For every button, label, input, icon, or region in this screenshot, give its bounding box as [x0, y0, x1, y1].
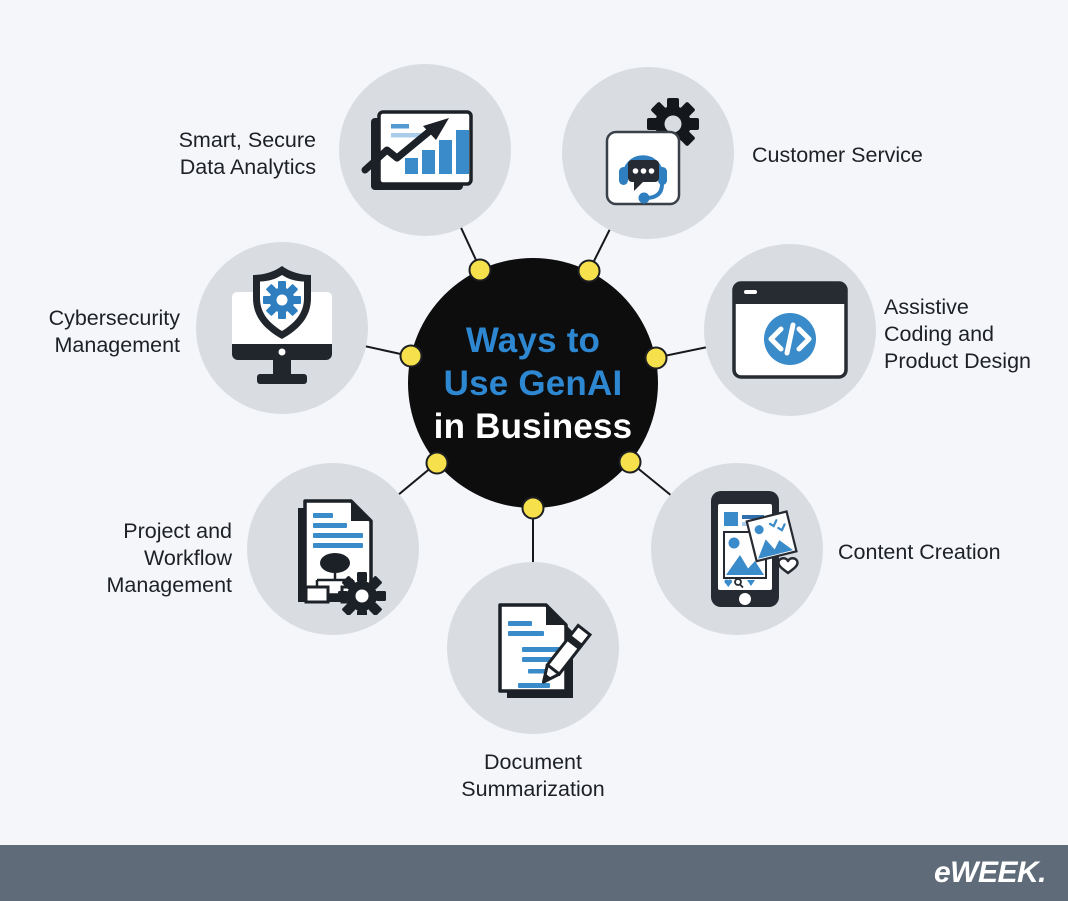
bar-chart-growth-icon [361, 110, 473, 190]
document-pencil-icon [498, 603, 593, 698]
node-cybersecurity [196, 242, 368, 414]
node-project-workflow [247, 463, 419, 635]
footer-bar: eWEEK. [0, 845, 1068, 901]
hub-title-line1: Ways to [465, 320, 601, 360]
node-assistive-coding [704, 244, 876, 416]
hub-title-line3: in Business [433, 406, 633, 446]
label-cybersecurity: Cybersecurity Management [48, 306, 180, 357]
shield-gear-monitor-icon [232, 266, 332, 384]
tablet-media-icon [711, 491, 799, 607]
label-document-summarization: Document Summarization [461, 750, 605, 801]
node-content-creation [651, 463, 823, 635]
label-customer-service: Customer Service [752, 143, 923, 167]
code-window-icon [732, 281, 848, 379]
node-data-analytics [339, 64, 511, 236]
label-assistive-coding: Assistive Coding and Product Design [884, 295, 1031, 373]
central-hub: Ways to Use GenAI in Business [408, 258, 658, 508]
label-data-analytics: Smart, Secure Data Analytics [178, 128, 316, 179]
label-project-workflow: Project and Workflow Management [106, 519, 233, 597]
hub-title-line2: Use GenAI [443, 363, 623, 403]
node-customer-service [562, 67, 734, 239]
eweek-logo: eWEEK. [933, 856, 1047, 889]
label-content-creation: Content Creation [838, 540, 1001, 564]
node-document-summarization [447, 562, 619, 734]
chatbot-headset-icon [605, 98, 699, 206]
document-flowchart-gear-icon [298, 499, 386, 615]
